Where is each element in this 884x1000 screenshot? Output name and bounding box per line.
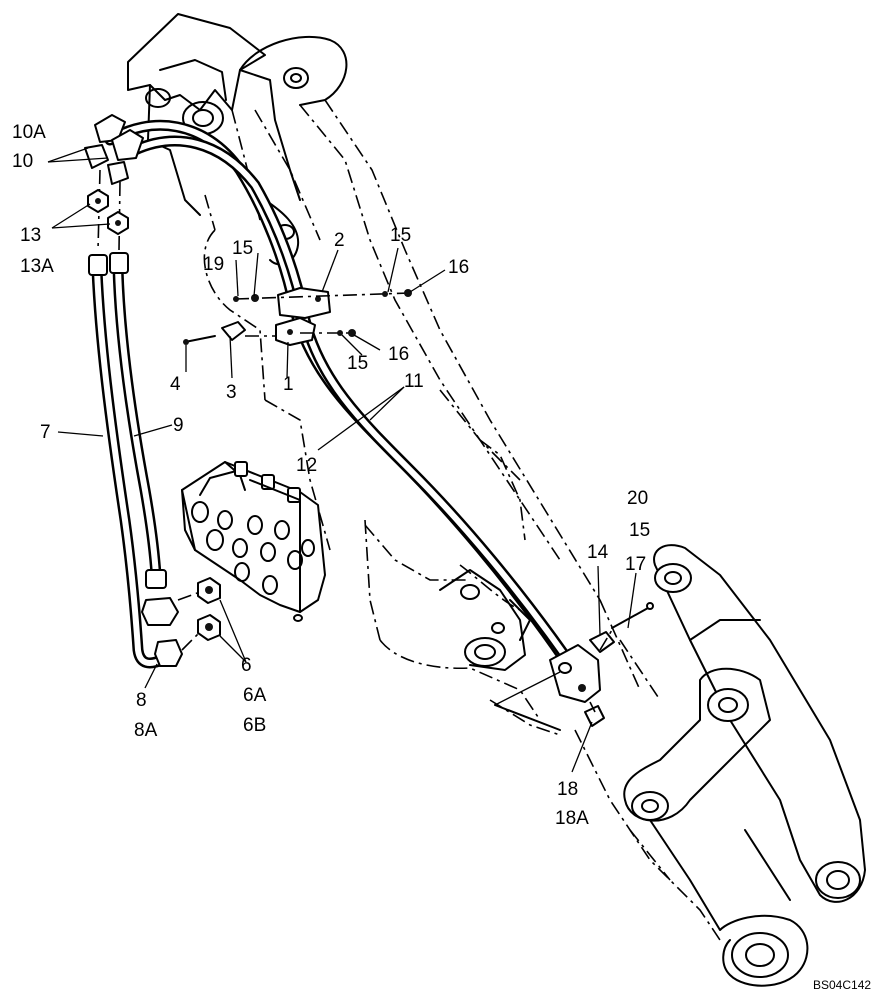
- callout-13a: 13A: [20, 256, 54, 277]
- callout-10a: 10A: [12, 122, 46, 143]
- loader-frame-lower: [439, 569, 561, 731]
- hose-7-9: [88, 252, 183, 669]
- callout-16b: 16: [388, 344, 409, 365]
- boom-end-fittings: [549, 602, 654, 727]
- callout-18a: 18A: [555, 808, 589, 829]
- callout-2: 2: [334, 230, 345, 251]
- callout-20: 20: [627, 488, 648, 509]
- control-valve: [181, 461, 326, 622]
- callout-11: 11: [404, 371, 424, 392]
- drawing-reference: BS04C142: [813, 978, 871, 992]
- callout-19: 19: [203, 254, 224, 275]
- callout-10: 10: [12, 151, 33, 172]
- fittings-10: [84, 114, 144, 251]
- lift-arm-linkage: [623, 544, 866, 987]
- callout-3: 3: [226, 382, 237, 403]
- callout-18: 18: [557, 779, 578, 800]
- callout-6a: 6A: [243, 685, 267, 706]
- leader-lines: [47, 147, 637, 773]
- callout-17: 17: [625, 554, 646, 575]
- fittings-6: [177, 577, 221, 651]
- callout-4: 4: [170, 374, 181, 395]
- nuts-13: [87, 189, 129, 235]
- clamp-assembly: [183, 287, 412, 346]
- callout-15c: 15: [347, 353, 368, 374]
- callout-12: 12: [296, 455, 317, 476]
- callout-15b: 15: [390, 225, 411, 246]
- callout-15d: 15: [629, 520, 650, 541]
- callout-6b: 6B: [243, 715, 266, 736]
- callout-15a: 15: [232, 238, 253, 259]
- callout-9: 9: [173, 415, 184, 436]
- callout-labels: 10A 10 13 13A 19 15 2 15 16 4 3 1 15 16 …: [12, 122, 650, 829]
- callout-8: 8: [136, 690, 147, 711]
- callout-6: 6: [241, 655, 252, 676]
- callout-13: 13: [20, 225, 41, 246]
- callout-1: 1: [283, 374, 294, 395]
- callout-14: 14: [587, 542, 609, 563]
- callout-8a: 8A: [134, 720, 158, 741]
- hose-11-12: [104, 119, 581, 676]
- callout-7: 7: [40, 422, 51, 443]
- callout-16a: 16: [448, 257, 469, 278]
